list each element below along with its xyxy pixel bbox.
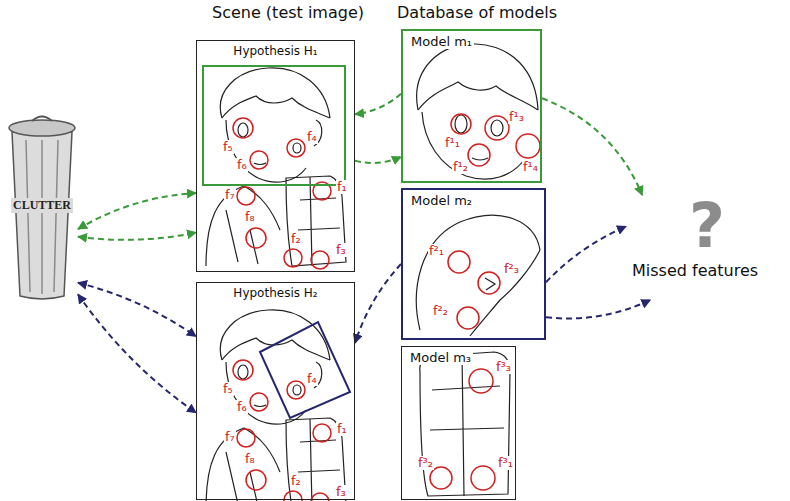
dashed-arrow	[546, 300, 650, 318]
feature-label: f₄	[306, 372, 318, 386]
question-mark: ?	[689, 195, 725, 257]
hypothesis-panel: Hypothesis H₂	[196, 282, 355, 500]
column-heading: Scene (test image)	[212, 4, 364, 22]
model-features	[485, 116, 509, 140]
feature-label: f²₂	[432, 304, 449, 318]
hypothesis-frame	[203, 66, 345, 185]
bin-outline	[32, 117, 52, 122]
model-title: Model m₁	[409, 34, 474, 49]
model-box: Model m₂	[401, 188, 546, 340]
feature-label: f₂	[290, 474, 302, 488]
feature-label: f₅	[222, 140, 234, 154]
feature-label: f¹₄	[522, 160, 539, 174]
feature-label: f²₃	[503, 262, 520, 276]
model-box: Model m₁	[401, 29, 542, 183]
bin-label: CLUTTER	[11, 198, 73, 213]
model-sketch	[430, 354, 504, 496]
feature-label: f³₁	[497, 456, 514, 470]
panel-title: Hypothesis H₁	[231, 44, 319, 58]
feature-label: f₂	[290, 232, 302, 246]
feature-label: f₁	[336, 422, 348, 436]
model-features	[451, 114, 471, 134]
model-features	[457, 307, 479, 329]
model-sketch	[491, 120, 503, 136]
model-features	[471, 466, 495, 490]
column-heading: Database of models	[397, 4, 557, 22]
bin-outline	[9, 120, 75, 136]
model-sketch	[485, 278, 495, 290]
feature-label: f¹₂	[452, 160, 469, 174]
model-features	[478, 272, 500, 294]
hypothesis-frame	[260, 322, 350, 418]
feature-label: f³₃	[495, 360, 512, 374]
scene-features	[233, 360, 331, 501]
model-sketch	[455, 115, 467, 133]
model-features	[430, 467, 452, 489]
model-features	[469, 369, 493, 393]
dashed-arrow	[78, 283, 196, 337]
model-sketch	[417, 44, 538, 110]
model-sketch	[418, 82, 538, 110]
bin-outline	[12, 132, 72, 299]
dashed-arrow	[355, 157, 401, 163]
missed-features: Missed features?	[626, 195, 788, 300]
missed-label: Missed features	[630, 261, 760, 280]
model-features	[430, 114, 540, 490]
feature-label: f₇	[224, 430, 236, 444]
model-features	[516, 134, 540, 158]
model-features	[468, 144, 490, 166]
feature-label: f₆	[236, 400, 248, 414]
feature-label: f²₁	[428, 244, 445, 258]
dashed-arrow	[78, 294, 196, 412]
bin-outline	[26, 140, 58, 294]
dashed-arrow	[542, 98, 642, 195]
dashed-arrow	[78, 193, 196, 229]
dashed-arrow	[355, 94, 401, 115]
dashed-arrow	[355, 264, 401, 343]
model-sketch	[472, 158, 488, 160]
model-title: Model m₃	[408, 350, 473, 365]
feature-label: f₅	[222, 382, 234, 396]
model-sketch	[416, 215, 540, 330]
model-sketch	[470, 250, 540, 336]
dashed-arrow	[546, 227, 626, 283]
feature-label: f₇	[224, 188, 236, 202]
feature-label: f₄	[306, 130, 318, 144]
feature-label: f₈	[244, 452, 256, 466]
dashed-arrow	[78, 233, 196, 240]
clutter-bin: CLUTTER	[6, 110, 78, 302]
feature-label: f³₂	[417, 456, 434, 470]
model-features	[448, 251, 470, 273]
feature-label: f₃	[335, 243, 347, 257]
feature-label: f₈	[244, 210, 256, 224]
feature-label: f₃	[335, 485, 347, 499]
scene-sketch	[206, 68, 346, 266]
panel-title: Hypothesis H₂	[231, 286, 319, 300]
feature-label: f₁	[336, 180, 348, 194]
scene-features	[233, 118, 331, 269]
model-sketch	[416, 44, 540, 496]
hypothesis-panel: Hypothesis H₁	[196, 40, 355, 272]
model-title: Model m₂	[409, 193, 474, 208]
feature-label: f¹₁	[444, 136, 461, 150]
feature-label: f¹₃	[508, 110, 525, 124]
feature-label: f₆	[236, 158, 248, 172]
